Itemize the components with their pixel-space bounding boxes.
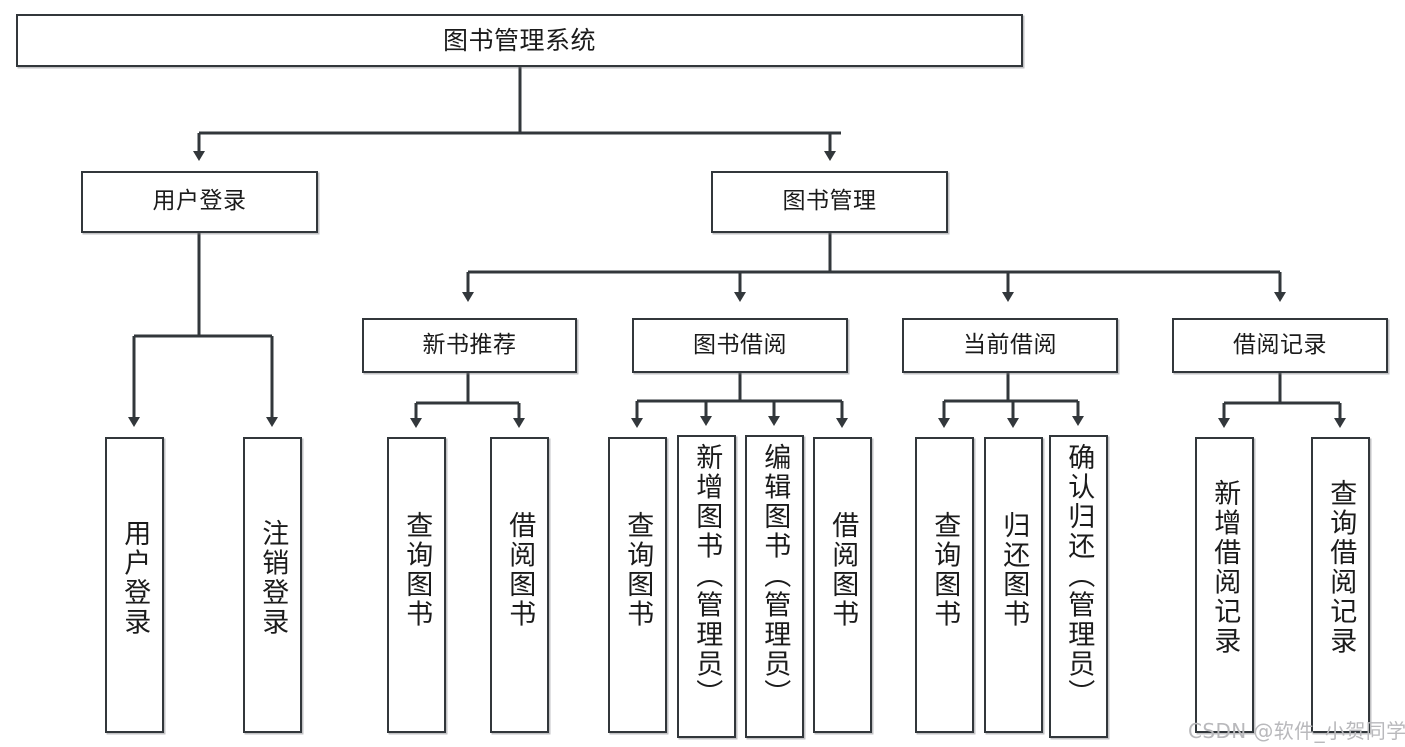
node-label: 新增图书（管理员） xyxy=(691,443,723,709)
leaf-user-login[interactable]: 用户登录 xyxy=(105,437,164,733)
node-label: 图书借阅 xyxy=(693,331,787,358)
leaf-add-book-admin[interactable]: 新增图书（管理员） xyxy=(677,435,736,738)
node-label: 查询图书 xyxy=(401,511,433,629)
node-label: 查询图书 xyxy=(622,511,654,629)
leaf-return-book[interactable]: 归还图书 xyxy=(984,437,1043,733)
leaf-query-book-borrow[interactable]: 查询图书 xyxy=(608,437,667,733)
node-current-borrow[interactable]: 当前借阅 xyxy=(902,318,1118,373)
leaf-edit-book-admin[interactable]: 编辑图书（管理员） xyxy=(745,435,804,738)
node-label: 查询图书 xyxy=(929,511,961,629)
node-label: 借阅记录 xyxy=(1233,331,1327,358)
node-label: 归还图书 xyxy=(998,511,1030,629)
node-label: 当前借阅 xyxy=(963,331,1057,358)
node-label: 编辑图书（管理员） xyxy=(759,443,791,709)
node-root-system[interactable]: 图书管理系统 xyxy=(16,14,1023,67)
leaf-confirm-return-admin[interactable]: 确认归还（管理员） xyxy=(1049,435,1108,738)
node-label: 借阅图书 xyxy=(827,511,859,629)
leaf-logout-login[interactable]: 注销登录 xyxy=(243,437,302,733)
node-label: 查询借阅记录 xyxy=(1325,479,1357,656)
leaf-add-borrow-record[interactable]: 新增借阅记录 xyxy=(1195,437,1254,733)
node-borrow-record[interactable]: 借阅记录 xyxy=(1172,318,1388,373)
leaf-borrow-book-borrow[interactable]: 借阅图书 xyxy=(813,437,872,733)
node-new-book-recommend[interactable]: 新书推荐 xyxy=(362,318,577,373)
node-label: 用户登录 xyxy=(152,188,247,215)
node-label: 借阅图书 xyxy=(504,511,536,629)
node-user-login[interactable]: 用户登录 xyxy=(81,171,318,233)
leaf-query-book-current[interactable]: 查询图书 xyxy=(915,437,974,733)
node-label: 新增借阅记录 xyxy=(1209,479,1241,656)
node-book-borrow[interactable]: 图书借阅 xyxy=(632,318,848,373)
node-label: 新书推荐 xyxy=(422,331,517,358)
node-label: 注销登录 xyxy=(257,519,289,637)
node-label: 确认归还（管理员） xyxy=(1063,443,1095,709)
node-label: 图书管理系统 xyxy=(442,25,596,55)
node-book-management[interactable]: 图书管理 xyxy=(711,171,948,233)
leaf-query-borrow-record[interactable]: 查询借阅记录 xyxy=(1311,437,1370,733)
leaf-query-book-recommend[interactable]: 查询图书 xyxy=(387,437,446,733)
leaf-borrow-book-recommend[interactable]: 借阅图书 xyxy=(490,437,549,733)
watermark-text: CSDN @软件_小贺同学 xyxy=(1188,719,1405,743)
node-label: 图书管理 xyxy=(782,188,877,215)
node-label: 用户登录 xyxy=(119,519,151,637)
